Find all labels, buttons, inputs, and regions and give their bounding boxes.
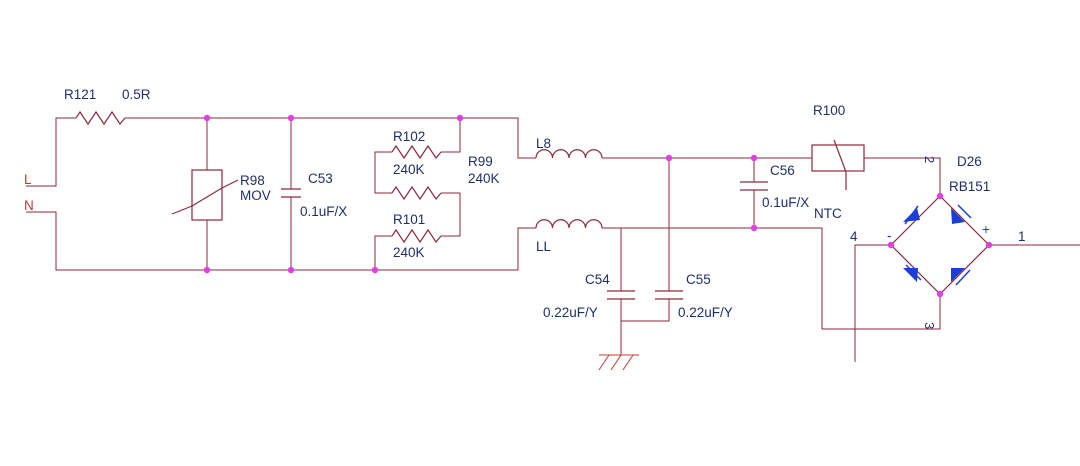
c55-capacitor [655,290,683,300]
bridge-plus-label: + [982,222,990,237]
r102-ref-label: R102 [393,129,425,144]
c56-capacitor [740,181,768,191]
ll-inductor [535,219,603,229]
bridge-pin-1-label: 1 [1018,229,1026,244]
junction-dot [887,241,895,249]
junction-dot [371,266,379,274]
wire-c55-branch [621,158,670,322]
ll-ref-label: LL [536,239,552,254]
bridge-diode-4 [951,268,965,282]
c53-value-label: 0.1uF/X [300,204,347,219]
d26-value-label: RB151 [949,179,990,194]
l8-ref-label: L8 [536,136,551,151]
wire-r102-network [374,118,461,270]
terminal-l-label: L [24,172,32,187]
r100-ref-label: R100 [813,103,845,118]
c54-capacitor [607,290,635,300]
c53-capacitor [281,188,301,198]
d26-ref-label: D26 [957,154,982,169]
r121-resistor [75,110,126,126]
junction-dot [287,266,295,274]
wires [26,117,1080,362]
junction-dot [750,224,758,232]
wire-n-input [26,211,536,271]
r99-resistor [391,185,442,201]
c55-ref-label: C55 [686,272,711,287]
c56-ref-label: C56 [770,163,795,178]
r102-value-label: 240K [393,162,425,177]
l8-inductor [535,149,603,159]
c56-value-label: 0.1uF/X [762,195,809,210]
r98-value-label: MOV [240,188,271,203]
bridge-pin-4-label: 4 [850,229,858,244]
junction-dot [287,114,295,122]
junction-dot [750,154,758,162]
junction-dot [203,114,211,122]
junction-dots [203,114,993,298]
bridge-diode-2-bar [957,204,972,219]
r121-value-label: 0.5R [122,87,151,102]
c54-ref-label: C54 [585,272,610,287]
r101-ref-label: R101 [393,212,425,227]
bridge-pin-3-label: 3 [922,322,937,329]
bridge-diode-3 [903,268,918,282]
r101-value-label: 240K [393,245,425,260]
c55-value-label: 0.22uF/Y [678,305,733,320]
junction-dot [985,241,993,249]
wire-top-rail [125,117,536,159]
bridge-diode-1-bar [904,205,919,225]
junction-dot [203,266,211,274]
labels: L N R121 0.5R R98 MOV C53 0.1uF/X R102 2… [24,87,1026,329]
wire-l8-out [602,157,941,196]
r101-resistor [391,228,442,244]
r102-resistor [391,144,442,160]
r100-value-label: NTC [814,206,842,221]
r100-thermistor [811,139,865,190]
r99-value-label: 240K [468,171,500,186]
c53-ref-label: C53 [308,171,333,186]
wire-l-input [26,117,76,187]
d26-bridge-rectifier [890,195,990,295]
r98-varistor [171,169,239,221]
wire-pin4 [854,244,891,362]
bridge-diode-2 [951,208,965,224]
bridge-minus-label: - [887,228,892,243]
bridge-diode-4-bar [955,269,971,286]
r121-ref-label: R121 [64,87,96,102]
junction-dot [665,154,673,162]
junction-dot [936,290,944,298]
junction-dot [456,114,464,122]
junction-dot [936,192,944,200]
terminal-n-label: N [24,198,34,213]
r99-ref-label: R99 [468,154,493,169]
ground-symbol [598,354,639,371]
c54-value-label: 0.22uF/Y [543,305,598,320]
r98-ref-label: R98 [240,173,265,188]
wire-ll-out [602,227,941,330]
bridge-pin-2-label: 2 [922,156,937,163]
bridge-diode-3-bar [905,264,922,281]
